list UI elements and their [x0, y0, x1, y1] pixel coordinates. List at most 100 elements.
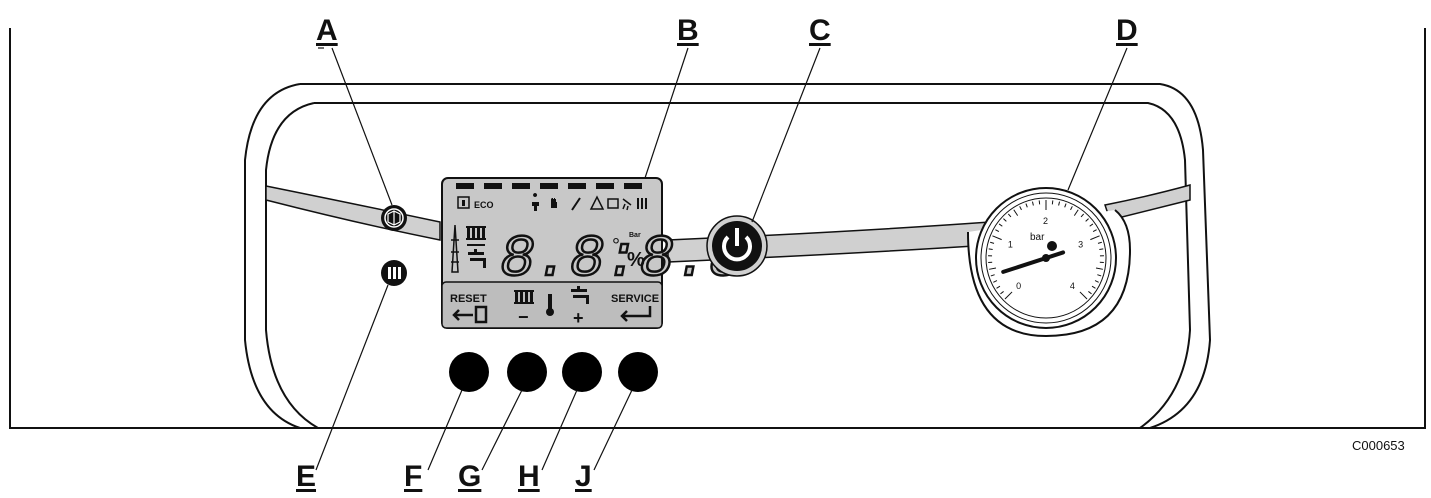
gauge-tick — [1064, 203, 1067, 208]
degree-symbol: ° — [612, 235, 620, 257]
gauge-tick — [1092, 229, 1097, 233]
leader-d — [1067, 47, 1128, 191]
gauge-tick — [995, 229, 1000, 233]
panel-frame — [244, 83, 1212, 429]
leader-f — [427, 389, 463, 471]
warning-icon — [589, 195, 605, 210]
leader-b — [644, 47, 689, 179]
mode-icon — [387, 210, 401, 226]
lcd-status-icons — [457, 193, 647, 211]
figure-reference-code: C000653 — [1352, 438, 1405, 453]
callout-f: F — [404, 460, 423, 493]
leader-g — [481, 389, 523, 471]
lcd-digits: 8.8:8.8 — [500, 228, 744, 293]
gauge-tick — [1070, 206, 1073, 211]
gauge-tick — [1004, 291, 1013, 300]
callout-d: D — [1116, 14, 1138, 47]
gauge-tick — [1085, 218, 1089, 222]
button-h-hot-water[interactable] — [562, 352, 602, 392]
gauge-tick — [1025, 203, 1028, 208]
callout-g: G — [458, 460, 482, 493]
gauge-tick — [993, 280, 998, 283]
leader-h — [541, 389, 578, 471]
person-icon — [532, 193, 539, 211]
callout-h: H — [518, 460, 540, 493]
gauge-tick — [990, 241, 995, 244]
gauge-tick — [998, 223, 1003, 227]
gauge-tick — [1089, 223, 1094, 227]
gauge-tick — [1080, 213, 1085, 218]
gauge-tick — [988, 248, 993, 251]
eco-label: ECO — [474, 200, 494, 210]
gauge-tick — [989, 267, 997, 270]
gauge-tick — [1079, 291, 1088, 300]
gauge-tick — [1013, 209, 1019, 216]
buttons-row — [449, 352, 658, 392]
callout-c: C — [809, 14, 831, 47]
gauge-scale-label: 4 — [1070, 281, 1075, 291]
button-e-chimney[interactable] — [381, 260, 407, 286]
gauge-tick — [1090, 235, 1100, 241]
gauge-scale-label: 0 — [1016, 281, 1021, 291]
callout-a: A — [316, 14, 338, 47]
gauge-tick — [1003, 218, 1007, 222]
gauge-tick — [1058, 201, 1061, 206]
plus-label: + — [573, 308, 584, 328]
leader-c — [751, 47, 821, 223]
lcd-segment-bars — [456, 183, 642, 189]
gauge-tick — [1073, 209, 1079, 216]
percent-symbol: % — [627, 249, 645, 271]
radiator-icon — [466, 226, 486, 246]
button-f-reset[interactable] — [449, 352, 489, 392]
thermometer-icon — [546, 294, 554, 316]
tap-icon — [468, 249, 486, 268]
button-a-mode[interactable] — [381, 205, 407, 231]
boiler-casing — [9, 28, 1426, 429]
gauge-tick — [1019, 206, 1022, 211]
radiator-minus-icon — [514, 290, 534, 304]
info-icon — [457, 196, 470, 209]
leader-j — [593, 389, 633, 471]
panel-strip-far-right — [1104, 184, 1191, 221]
leader-lines — [315, 47, 1128, 471]
gauge-scale-label: 1 — [1008, 239, 1013, 249]
flame-level-icon — [451, 224, 459, 273]
callout-j: J — [575, 460, 592, 493]
gauge-tick — [1097, 241, 1102, 244]
minus-label: − — [518, 307, 529, 327]
panel-icon — [607, 198, 619, 209]
gauge-ticks — [988, 200, 1104, 300]
reset-arrow-icon — [452, 305, 488, 324]
lcd-display: ECO 8.8:8.8 ° Bar % RESET — [441, 177, 745, 329]
tap-plus-icon — [571, 286, 589, 304]
callout-b: B — [677, 14, 699, 47]
gauge-needle — [1001, 250, 1066, 274]
gauge-tick — [990, 274, 995, 277]
gauge-tick — [992, 235, 1002, 241]
radiator-small-icon — [637, 198, 647, 209]
gauge-unit-label: bar — [1030, 232, 1045, 243]
button-g-heating[interactable] — [507, 352, 547, 392]
gauge-tick — [1094, 280, 1099, 283]
bar-unit-label: Bar — [629, 232, 641, 239]
wrench-icon — [571, 197, 581, 211]
gauge-scale-label: 2 — [1043, 216, 1048, 226]
button-j-service[interactable] — [618, 352, 658, 392]
gauge-tick — [1007, 213, 1012, 218]
gauge-tick — [1097, 274, 1102, 277]
gauge-tick — [1088, 291, 1092, 295]
leader-e — [315, 284, 389, 471]
chimney-sweep-icon — [388, 267, 401, 279]
shower-icon — [622, 198, 632, 211]
power-icon — [722, 235, 752, 262]
callout-e: E — [296, 460, 317, 493]
gauge-tick — [1000, 291, 1004, 295]
hand-icon — [551, 198, 557, 208]
power-button[interactable] — [706, 215, 768, 277]
gauge-tick — [1095, 267, 1103, 270]
service-label: SERVICE — [611, 293, 659, 305]
enter-arrow-icon — [620, 306, 652, 322]
